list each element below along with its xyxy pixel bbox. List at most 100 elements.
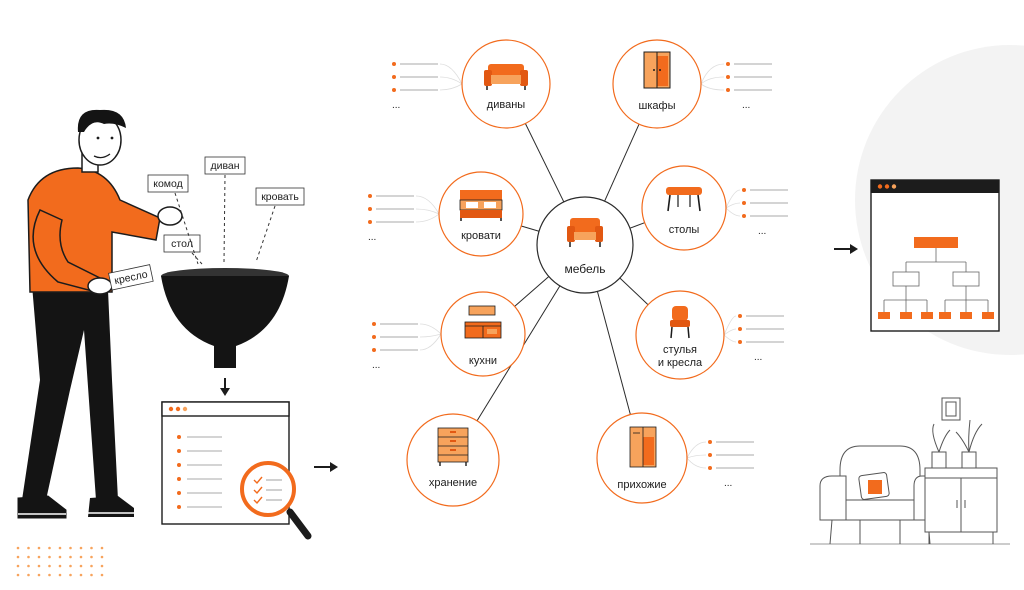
keyword-tag: кресло (108, 264, 154, 291)
grid-dot (16, 555, 20, 559)
connector-line (596, 291, 631, 415)
sofa-icon (484, 64, 528, 90)
magnifier-icon (240, 461, 312, 540)
keyword-bullet (372, 335, 376, 339)
keyword-connector (419, 323, 442, 335)
dot-grid-decoration (16, 546, 104, 577)
keyword-connector (686, 454, 707, 459)
site-structure-window (870, 179, 1000, 332)
svg-text:комод: комод (153, 178, 183, 190)
keyword-bullet (708, 453, 712, 457)
keyword-connector (723, 328, 737, 336)
table-icon (666, 187, 702, 212)
list-bullet (177, 435, 181, 439)
grid-dot (58, 564, 62, 568)
keyword-bullet (738, 327, 742, 331)
keyword-tag: стол (163, 234, 201, 253)
sitemap-tree (878, 237, 994, 319)
grid-dot (27, 564, 30, 568)
grid-dot (37, 546, 41, 550)
keyword-tag: комод (147, 174, 189, 193)
ellipsis-label: ... (754, 352, 762, 363)
grid-dot (100, 555, 104, 559)
svg-text:столы: столы (669, 224, 700, 236)
svg-text:хранение: хранение (429, 477, 477, 489)
category-node-shkafy: шкафы (612, 39, 702, 129)
keyword-connector (723, 315, 737, 336)
keyword-bullet (708, 466, 712, 470)
list-bullet (177, 505, 181, 509)
svg-text:кровать: кровать (261, 191, 299, 203)
keyword-bullet (738, 314, 742, 318)
category-node-krovati: кровати (438, 171, 524, 257)
svg-text:кухни: кухни (469, 355, 497, 367)
hub-label: мебель (564, 262, 605, 276)
funnel-icon (161, 268, 289, 368)
arrow-down-icon (220, 378, 230, 396)
grid-dot (69, 564, 72, 568)
keyword-connector (725, 189, 741, 209)
keyword-connector (686, 441, 707, 459)
grid-dot (58, 546, 62, 550)
arrow-right-icon (834, 244, 858, 254)
keyword-bullet (742, 201, 746, 205)
grid-dot (90, 546, 93, 550)
grid-dot (16, 573, 20, 577)
room-illustration (810, 397, 1010, 545)
svg-text:шкафы: шкафы (639, 100, 676, 112)
ellipsis-label: ... (742, 100, 750, 111)
grid-dot (100, 573, 104, 577)
connector-line (521, 225, 540, 232)
keyword-connector (415, 208, 440, 215)
keyword-bullet (392, 88, 396, 92)
category-node-hranenie: хранение (406, 413, 500, 507)
svg-text:стулья: стулья (663, 344, 697, 356)
person-illustration (17, 109, 183, 519)
connector-line (604, 123, 640, 202)
grid-dot (90, 555, 93, 559)
hallway-cabinet-icon (629, 426, 657, 468)
grid-dot (37, 564, 41, 568)
armchair-icon (567, 218, 603, 247)
keyword-connector (723, 334, 737, 343)
svg-text:кровати: кровати (461, 230, 501, 242)
arrow-right-icon (314, 462, 338, 472)
connector-line (619, 277, 649, 306)
grid-dot (27, 546, 30, 550)
keyword-connector (700, 76, 725, 85)
keyword-bullet (368, 207, 372, 211)
grid-dot (79, 564, 83, 568)
grid-dot (48, 555, 51, 559)
keyword-connector (415, 213, 440, 223)
connector-line (629, 222, 645, 229)
grid-dot (79, 555, 83, 559)
bed-icon (459, 190, 503, 221)
keyword-connector (419, 333, 442, 351)
keyword-connector (439, 76, 463, 85)
keyword-connector (439, 83, 463, 91)
keyword-arrows (174, 174, 276, 265)
grid-dot (48, 546, 51, 550)
grid-dot (69, 546, 72, 550)
keyword-tag: диван (204, 156, 246, 175)
grid-dot (100, 564, 104, 568)
list-bullet (177, 449, 181, 453)
chair-icon (670, 306, 690, 339)
keyword-connector (725, 202, 741, 209)
ellipsis-label: ... (758, 226, 766, 237)
grid-dot (27, 555, 30, 559)
grid-dot (69, 573, 72, 577)
grid-dot (69, 555, 72, 559)
keyword-bullet (368, 194, 372, 198)
grid-dot (16, 546, 20, 550)
keyword-bullet (726, 88, 730, 92)
connector-line (514, 276, 550, 307)
category-node-stulya: стулья и кресла (635, 290, 725, 380)
keyword-connector (700, 83, 725, 91)
category-node-divany: диваны (461, 39, 551, 129)
list-bullet (177, 477, 181, 481)
keyword-bullet (372, 322, 376, 326)
wardrobe-icon (643, 51, 671, 89)
keyword-list-decoration: ..................... (368, 62, 788, 489)
